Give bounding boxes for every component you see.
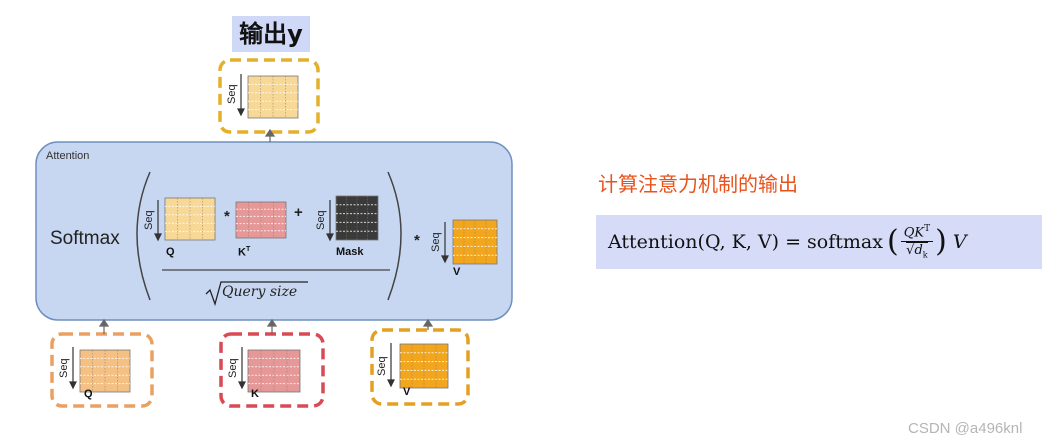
seq-label-mask: Seq bbox=[315, 210, 327, 230]
v-label-input: V bbox=[403, 386, 411, 398]
section-heading: 计算注意力机制的输出 bbox=[598, 172, 798, 196]
q-label-inner: Q bbox=[166, 246, 175, 258]
formula-numerator-sup: T bbox=[924, 224, 931, 235]
plus-op: + bbox=[294, 204, 303, 221]
formula-denominator-sub: k bbox=[922, 250, 928, 260]
formula-numerator: QK bbox=[903, 225, 925, 241]
watermark: CSDN @a496knl bbox=[908, 420, 1023, 437]
softmax-label: Softmax bbox=[50, 228, 120, 249]
kt-matrix bbox=[235, 201, 287, 239]
attention-label: Attention bbox=[46, 150, 90, 162]
k-input-matrix bbox=[247, 349, 301, 393]
k-label-input: K bbox=[251, 388, 259, 400]
formula-tail: V bbox=[952, 231, 967, 253]
output-title: 输出y bbox=[232, 16, 310, 52]
v-input-box bbox=[370, 328, 470, 406]
multiply-op-1: * bbox=[224, 208, 230, 225]
seq-label-q-input: Seq bbox=[58, 358, 70, 378]
right-paren bbox=[387, 171, 402, 301]
formula-lhs: Attention(Q, K, V) = softmax bbox=[608, 231, 883, 253]
formula-denominator: d bbox=[914, 243, 923, 259]
mask-matrix bbox=[335, 195, 379, 241]
q-matrix bbox=[164, 197, 216, 241]
formula-fraction: QKT √dk bbox=[900, 224, 934, 260]
q-label-input: Q bbox=[84, 388, 93, 400]
seq-label-v: Seq bbox=[430, 232, 442, 252]
seq-label-q: Seq bbox=[143, 210, 155, 230]
mask-label: Mask bbox=[336, 246, 364, 258]
formula-open-paren: ( bbox=[886, 224, 899, 259]
attention-formula: Attention(Q, K, V) = softmax ( QKT √dk )… bbox=[608, 215, 967, 269]
formula-box: Attention(Q, K, V) = softmax ( QKT √dk )… bbox=[596, 215, 1042, 269]
v-input-matrix bbox=[399, 343, 449, 389]
output-box bbox=[218, 58, 320, 134]
v-label-inner: V bbox=[453, 266, 461, 278]
query-size-label: Query size bbox=[222, 284, 298, 300]
v-matrix bbox=[452, 219, 498, 265]
multiply-op-2: * bbox=[414, 232, 420, 249]
kt-label-inner: KT bbox=[238, 246, 251, 259]
q-input-box bbox=[50, 332, 154, 408]
q-input-matrix bbox=[79, 349, 131, 393]
output-matrix bbox=[247, 75, 299, 119]
formula-close-paren: ) bbox=[935, 224, 947, 259]
seq-label-output: Seq bbox=[226, 84, 238, 104]
seq-label-k-input: Seq bbox=[227, 358, 239, 378]
seq-label-v-input: Seq bbox=[376, 356, 388, 376]
left-paren bbox=[136, 171, 151, 301]
sqrt-sign bbox=[205, 281, 308, 307]
